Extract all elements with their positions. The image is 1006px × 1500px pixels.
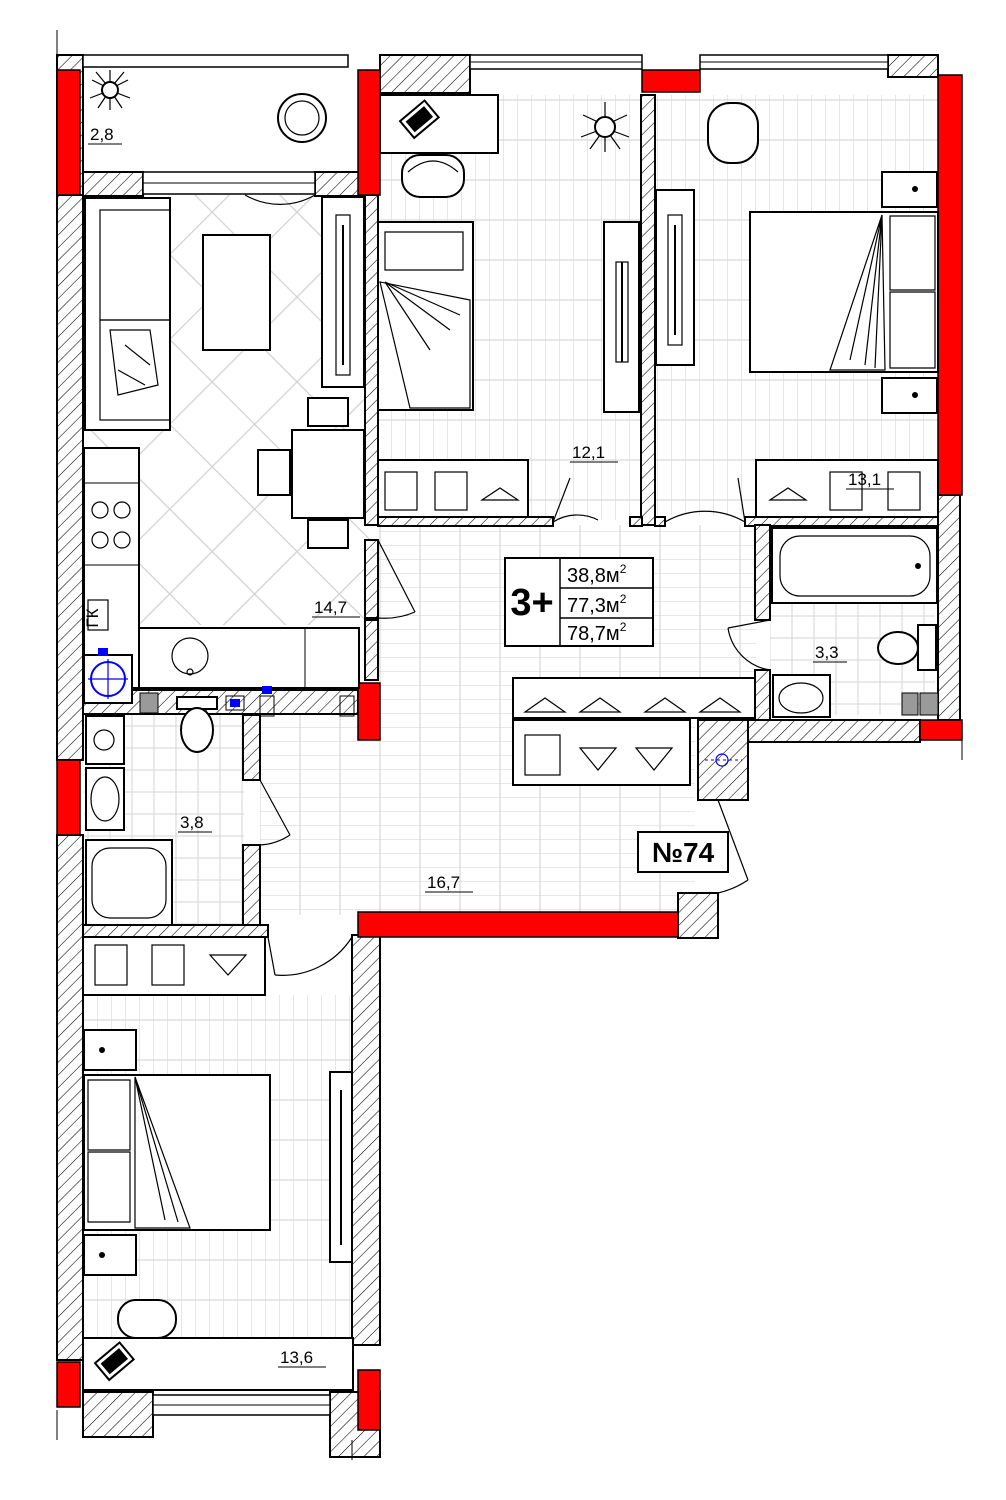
toilet-icon bbox=[877, 624, 937, 671]
balcony-area: 2,8 bbox=[90, 125, 114, 144]
utility-shaft bbox=[901, 692, 919, 716]
load-bearing-walls bbox=[56, 69, 963, 1431]
hanger-icon bbox=[208, 954, 248, 976]
bathroom-left: 3,8 bbox=[85, 686, 355, 926]
stove-icon bbox=[91, 501, 131, 549]
hanger-icon bbox=[480, 487, 520, 501]
sofa bbox=[84, 197, 171, 431]
kitchen-living: ГК 14,7 bbox=[83, 196, 365, 704]
bathroom-right: 3,3 bbox=[771, 527, 939, 718]
area-living: 38,8м2 bbox=[567, 562, 627, 587]
bathtub-icon bbox=[85, 839, 173, 926]
area-total: 77,3м2 bbox=[567, 592, 627, 617]
desk bbox=[379, 94, 499, 154]
hanger-icon bbox=[643, 697, 687, 713]
apartment-number-box bbox=[637, 831, 729, 873]
washing-machine-icon bbox=[85, 715, 125, 765]
balcony: 2,8 bbox=[88, 70, 327, 145]
chair-icon bbox=[117, 1299, 177, 1339]
hall: 16,7 №74 bbox=[425, 677, 756, 893]
nightstand-icon bbox=[83, 1029, 137, 1071]
armchair-icon bbox=[277, 93, 327, 143]
closet-bedroom-small bbox=[377, 459, 529, 518]
laptop-icon bbox=[398, 99, 441, 140]
wardrobe-bedroom-small bbox=[603, 221, 640, 413]
hanger-icon bbox=[523, 697, 567, 713]
armchair-icon bbox=[707, 102, 759, 164]
plant-icon bbox=[89, 70, 131, 110]
plant-icon bbox=[580, 102, 630, 152]
coffee-table bbox=[202, 234, 271, 351]
bathroom-left-area: 3,8 bbox=[180, 813, 204, 832]
apartment-number: №74 bbox=[652, 837, 715, 868]
washbasin-icon bbox=[85, 767, 125, 831]
hanger-icon bbox=[768, 487, 808, 501]
chair-icon bbox=[401, 154, 465, 198]
electric-panel-icon bbox=[705, 753, 742, 767]
laptop-icon bbox=[93, 1341, 136, 1382]
area-summary: 3+ 38,8м2 77,3м2 78,7м2 bbox=[504, 557, 654, 647]
bed-double bbox=[749, 211, 939, 373]
nightstand-icon bbox=[83, 1234, 137, 1276]
kitchen-counter: ГК bbox=[83, 447, 360, 704]
bedroom-master: 13,1 bbox=[655, 102, 939, 518]
gas-meter-label: ГК bbox=[83, 608, 102, 627]
kitchen-living-area: 14,7 bbox=[314, 598, 347, 617]
wardrobe-living bbox=[321, 196, 365, 388]
nightstand-icon bbox=[881, 171, 938, 208]
nightstand-icon bbox=[881, 377, 938, 414]
closet-bedroom-bottom bbox=[82, 936, 266, 996]
toilet-icon bbox=[176, 696, 218, 753]
hall-area: 16,7 bbox=[427, 873, 460, 892]
hall-closet-bottom bbox=[512, 719, 691, 786]
doors bbox=[244, 194, 771, 976]
bed-single bbox=[377, 221, 474, 411]
bedroom-bottom: 13,6 bbox=[82, 936, 354, 1391]
bathroom-right-area: 3,3 bbox=[815, 643, 839, 662]
dining-table bbox=[257, 397, 365, 549]
wardrobe-bedroom-bottom bbox=[329, 1071, 353, 1263]
sink-icon bbox=[171, 637, 209, 676]
washbasin-icon bbox=[772, 674, 831, 718]
rooms-code: 3+ bbox=[510, 582, 553, 624]
hanger-icon bbox=[578, 697, 622, 713]
hanger-icon bbox=[698, 697, 742, 713]
hall-closet-top bbox=[512, 677, 756, 719]
area-with-balcony: 78,7м2 bbox=[567, 620, 627, 645]
desk bbox=[82, 1337, 354, 1391]
windows bbox=[56, 30, 963, 1460]
wardrobe-bedroom-master bbox=[655, 189, 695, 366]
bedroom-small-area: 12,1 bbox=[572, 443, 605, 462]
bedroom-master-area: 13,1 bbox=[848, 470, 881, 489]
boiler-icon bbox=[83, 648, 133, 704]
bedroom-bottom-area: 13,6 bbox=[280, 1348, 313, 1367]
bedroom-small: 12,1 bbox=[377, 94, 640, 518]
bathtub-icon bbox=[771, 527, 938, 604]
bed-double bbox=[83, 1074, 271, 1231]
